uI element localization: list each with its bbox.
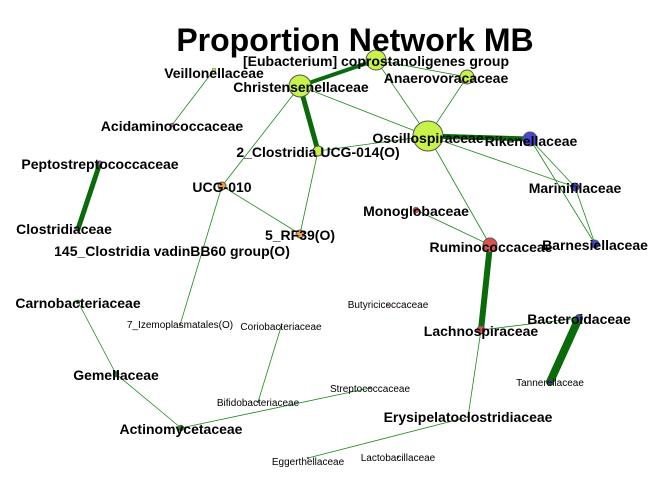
node-label-bar: Barnesiellaceae [542, 237, 648, 253]
node-rf39[interactable] [295, 229, 305, 239]
edge-car-gem [77, 301, 117, 375]
node-label-osc: Oscillospiraceae [372, 130, 484, 146]
node-c145[interactable] [170, 248, 174, 252]
node-label-eub: [Eubacterium] coprostanoligenes group [243, 53, 509, 69]
node-egg[interactable] [306, 456, 310, 460]
node-act[interactable] [177, 424, 185, 432]
edge-chr-osc [299, 85, 429, 137]
node-label-but: Butyricicoccaceae [348, 300, 429, 311]
node-bif[interactable] [256, 400, 260, 404]
edge-rik-mar [529, 138, 576, 188]
edges-layer [75, 58, 596, 459]
node-label-mon: Monoglobaceae [363, 203, 469, 219]
edge-lac-ery [467, 329, 482, 418]
node-label-egg: Eggerthellaceae [272, 457, 345, 468]
node-label-ucg: UCG-010 [192, 179, 251, 195]
node-str[interactable] [368, 386, 372, 390]
node-bar[interactable] [590, 239, 600, 249]
labels-layer: [Eubacterium] coprostanoligenes groupChr… [15, 53, 648, 468]
edge-lac-bac [480, 317, 580, 331]
edge-c2-rf39 [299, 150, 319, 235]
edge-mar-bar [574, 186, 596, 245]
node-but[interactable] [386, 303, 390, 307]
node-label-clo: Clostridiaceae [16, 221, 112, 237]
edge-chr-ucg [221, 85, 301, 187]
node-label-izm: 7_Izemoplasmatales(O) [127, 320, 233, 331]
node-rum[interactable] [482, 237, 498, 253]
node-label-str: Streptococcaceae [330, 384, 410, 395]
node-bac[interactable] [575, 314, 583, 322]
edge-pep-clo [75, 160, 103, 232]
node-clo[interactable] [75, 226, 81, 232]
node-ana[interactable] [459, 69, 475, 85]
node-c2[interactable] [312, 145, 324, 157]
edge-osc-mar [427, 135, 576, 188]
node-label-lab: Lactobacillaceae [361, 453, 436, 464]
node-pep[interactable] [97, 160, 103, 166]
node-cor[interactable] [279, 325, 283, 329]
node-label-chr: Christensenellaceae [233, 79, 369, 95]
node-chr[interactable] [288, 74, 312, 98]
node-label-act: Actinomycetaceae [120, 421, 243, 437]
edge-egg-ery [307, 416, 469, 459]
node-label-c2: 2_Clostridia UCG-014(O) [236, 144, 399, 160]
node-izm[interactable] [178, 323, 182, 327]
edge-vei-aci [171, 69, 215, 126]
node-ery[interactable] [466, 415, 470, 419]
node-osc[interactable] [412, 120, 444, 152]
node-label-vei: Veillonellaceae [164, 65, 264, 81]
edge-rum-lac [478, 242, 493, 333]
node-mon[interactable] [412, 206, 420, 214]
node-lab[interactable] [396, 455, 400, 459]
edge-gem-act [115, 373, 182, 429]
node-label-ery: Erysipelatoclostridiaceae [384, 409, 553, 425]
edge-str-act [180, 387, 371, 429]
edge-cor-bif [257, 326, 282, 403]
edge-rik-bar [529, 138, 596, 245]
node-lac[interactable] [476, 325, 486, 335]
node-label-mar: Marinifilaceae [529, 180, 622, 196]
edge-bac-tan [546, 314, 583, 386]
node-car[interactable] [75, 299, 81, 305]
node-label-rik: Rikenellaceae [485, 133, 578, 149]
node-label-cor: Coriobacteriaceae [240, 322, 322, 333]
node-vei[interactable] [211, 67, 217, 73]
node-label-bif: Bifidobacteriaceae [217, 398, 300, 409]
node-gem[interactable] [112, 370, 120, 378]
node-label-aci: Acidaminococcaceae [101, 118, 244, 134]
node-rik[interactable] [522, 131, 538, 147]
edge-eub-ana [375, 59, 468, 78]
node-label-pep: Peptostreptococcaceae [21, 156, 178, 172]
node-label-rum: Ruminococcaceae [430, 239, 553, 255]
node-label-rf39: 5_RF39(O) [265, 227, 335, 243]
edge-ucg-rf39 [221, 185, 301, 235]
nodes-layer [75, 49, 600, 460]
edge-ucg-izm [179, 185, 223, 326]
node-mar[interactable] [570, 182, 580, 192]
node-label-tan: Tannerellaceae [516, 378, 584, 389]
edge-osc-rik [425, 133, 533, 142]
edge-eub-chr [298, 58, 378, 88]
node-label-gem: Gemellaceae [73, 367, 159, 383]
node-aci[interactable] [169, 122, 175, 128]
node-eub[interactable] [365, 49, 387, 71]
node-ucg[interactable] [217, 181, 227, 191]
node-label-ana: Anaerovoracaceae [384, 70, 509, 86]
edge-osc-c2 [317, 135, 429, 152]
node-tan[interactable] [547, 379, 553, 385]
diagram-title: Proportion Network MB [176, 22, 533, 58]
edge-mon-rum [415, 209, 491, 246]
node-label-lac: Lachnospiraceae [424, 323, 539, 339]
node-label-bac: Bacteroidaceae [527, 311, 631, 327]
node-label-car: Carnobacteriaceae [15, 295, 141, 311]
node-label-c145: 145_Clostridia vadinBB60 group(O) [54, 243, 290, 259]
edge-osc-rum [427, 135, 491, 246]
